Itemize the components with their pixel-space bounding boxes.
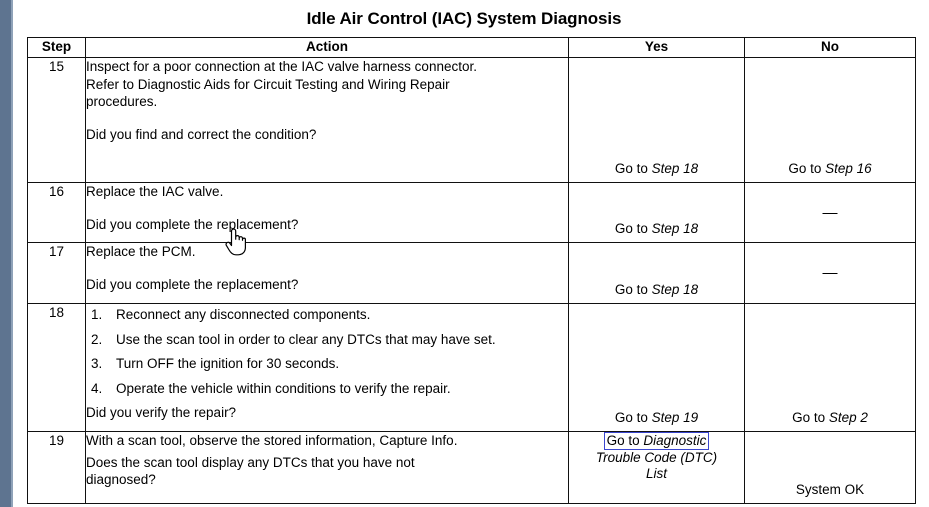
action-question: Did you find and correct the condition? xyxy=(86,126,317,142)
action-question: Did you complete the replacement? xyxy=(86,216,299,232)
yes-branch-label[interactable]: Go to Step 18 xyxy=(569,281,744,299)
table-header: Step Action Yes No xyxy=(27,37,916,58)
goto-prefix: Go to xyxy=(792,410,829,426)
yes-cell: Go to Step 19 xyxy=(568,303,745,432)
table-body: 15 Inspect for a poor connection at the … xyxy=(27,57,916,504)
yes-branch-label[interactable]: Go to Step 18 xyxy=(569,220,744,238)
step-number: 18 xyxy=(27,303,86,432)
table-row: 16 Replace the IAC valve. Did you comple… xyxy=(27,182,916,243)
table-row: 15 Inspect for a poor connection at the … xyxy=(27,57,916,183)
no-cell: Go to Step 2 xyxy=(744,303,916,432)
window-chrome-left-strip xyxy=(0,0,11,507)
list-item: 4. Operate the vehicle within conditions … xyxy=(86,380,568,398)
list-item: 1. Reconnect any disconnected components. xyxy=(86,306,568,324)
action-question: Does the scan tool display any DTCs that… xyxy=(86,454,415,470)
goto-prefix: Go to xyxy=(606,433,644,448)
link-line-2: Trouble Code (DTC) xyxy=(595,449,718,465)
action-cell: Replace the PCM. Did you complete the re… xyxy=(85,242,569,304)
yes-cell: Go to Step 18 xyxy=(568,182,745,243)
action-line: Inspect for a poor connection at the IAC… xyxy=(86,59,477,74)
no-cell: System OK xyxy=(744,431,916,504)
yes-branch-label[interactable]: Go to Step 18 xyxy=(569,160,744,178)
action-step-list: 1. Reconnect any disconnected components.… xyxy=(86,306,568,397)
action-line: Replace the IAC valve. xyxy=(86,184,224,199)
goto-prefix: Go to xyxy=(614,282,652,298)
goto-target: Step 19 xyxy=(651,410,699,426)
page-title: Idle Air Control (IAC) System Diagnosis xyxy=(306,9,622,28)
action-line: With a scan tool, observe the stored inf… xyxy=(86,433,458,448)
no-dash: — xyxy=(822,264,838,282)
action-line: Refer to Diagnostic Aids for Circuit Tes… xyxy=(86,76,450,92)
yes-cell: Go to Diagnostic Trouble Code (DTC) List xyxy=(568,431,745,504)
goto-target: Diagnostic xyxy=(643,433,707,448)
goto-prefix: Go to xyxy=(788,161,826,177)
column-header-action: Action xyxy=(85,37,569,58)
table-row: 19 With a scan tool, observe the stored … xyxy=(27,431,916,504)
step-number: 15 xyxy=(27,57,86,183)
goto-target: Step 18 xyxy=(651,161,699,177)
goto-target: Step 16 xyxy=(825,161,872,177)
goto-prefix: Go to xyxy=(614,410,652,426)
link-line-3: List xyxy=(645,466,667,482)
list-item-text: Reconnect any disconnected components. xyxy=(116,307,371,322)
list-item-number: 3. xyxy=(91,356,103,372)
table-header-row: Step Action Yes No xyxy=(27,37,916,58)
table-row: 17 Replace the PCM. Did you complete the… xyxy=(27,242,916,304)
yes-cell: Go to Step 18 xyxy=(568,57,745,183)
yes-cell: Go to Step 18 xyxy=(568,242,745,304)
goto-target: Step 18 xyxy=(651,221,699,237)
blank-line xyxy=(86,111,568,126)
column-header-no: No xyxy=(744,37,916,58)
list-item: 2. Use the scan tool in order to clear an… xyxy=(86,331,568,349)
action-cell: Inspect for a poor connection at the IAC… xyxy=(85,57,569,183)
window-chrome-left-edge xyxy=(11,0,13,507)
list-item: 3. Turn OFF the ignition for 30 seconds. xyxy=(86,355,568,373)
focused-link-segment[interactable]: Go to Diagnostic xyxy=(603,432,710,450)
goto-prefix: Go to xyxy=(614,221,652,237)
action-line: procedures. xyxy=(86,94,158,110)
goto-target: Step 18 xyxy=(651,282,699,298)
no-cell: Go to Step 16 xyxy=(744,57,916,183)
action-cell: With a scan tool, observe the stored inf… xyxy=(85,431,569,504)
diagnostic-table: Step Action Yes No 15 Inspect for a poor… xyxy=(27,37,916,504)
list-item-text: Turn OFF the ignition for 30 seconds. xyxy=(116,356,340,372)
yes-branch-label[interactable]: Go to Step 19 xyxy=(569,409,744,427)
list-item-number: 1. xyxy=(91,307,103,322)
step-number: 16 xyxy=(27,182,86,243)
column-header-yes: Yes xyxy=(568,37,745,58)
action-question: diagnosed? xyxy=(86,472,156,488)
no-branch-label[interactable]: Go to Step 2 xyxy=(745,409,915,427)
action-cell: 1. Reconnect any disconnected components.… xyxy=(85,303,569,432)
table-row: 18 1. Reconnect any disconnected componen… xyxy=(27,303,916,432)
column-header-step: Step xyxy=(27,37,86,58)
list-item-text: Use the scan tool in order to clear any … xyxy=(116,331,496,347)
no-cell: — xyxy=(744,182,916,243)
action-question: Did you complete the replacement? xyxy=(86,276,299,292)
list-item-text: Operate the vehicle within conditions to… xyxy=(116,380,451,396)
action-line[interactable]: Replace the PCM. xyxy=(86,244,196,259)
goto-target: Step 2 xyxy=(828,410,868,426)
goto-prefix: Go to xyxy=(614,161,652,177)
step-number: 19 xyxy=(27,431,86,504)
no-result-label: System OK xyxy=(795,482,865,498)
no-branch-label[interactable]: Go to Step 16 xyxy=(745,160,915,178)
list-item-number: 2. xyxy=(91,331,103,347)
step-number: 17 xyxy=(27,242,86,304)
blank-line xyxy=(86,261,568,276)
no-dash: — xyxy=(822,204,838,221)
list-item-number: 4. xyxy=(91,380,103,396)
blank-line xyxy=(86,201,568,216)
yes-branch-link[interactable]: Go to Diagnostic Trouble Code (DTC) List xyxy=(569,432,744,483)
no-cell: — xyxy=(744,242,916,304)
action-question: Did you verify the repair? xyxy=(86,405,237,421)
action-cell: Replace the IAC valve. Did you complete … xyxy=(85,182,569,243)
